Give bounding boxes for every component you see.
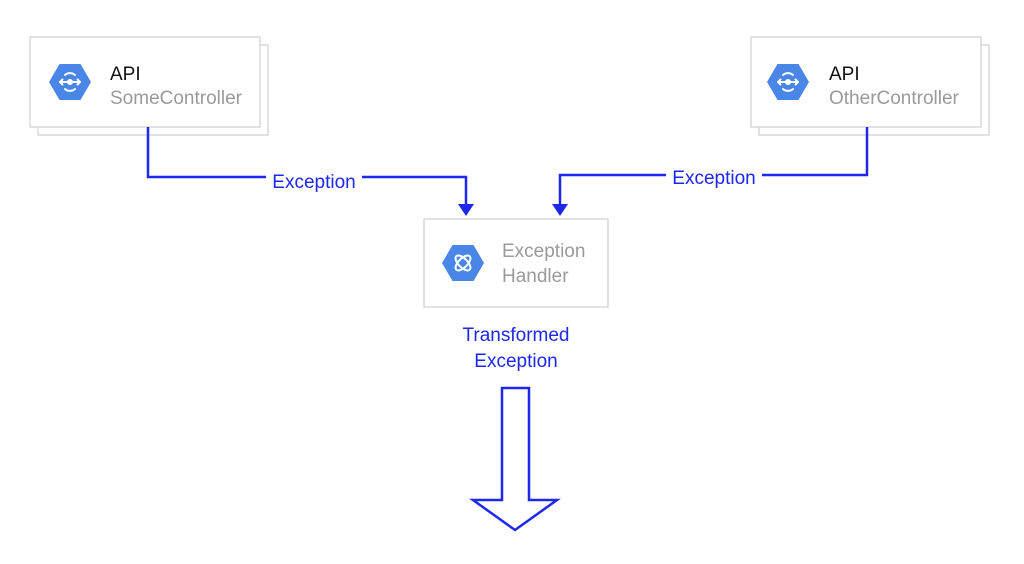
output-arrow [469,386,561,532]
edge-label-bg [266,168,362,188]
edge-other-controller-to-handler[interactable]: Exception [552,127,869,216]
node-title: API [829,64,860,85]
node-subtitle: OtherController [829,88,960,109]
arrowhead [552,204,568,216]
edge-label-bg [666,166,762,186]
edge-label: Exception [272,172,355,193]
output-label-line1: Transformed [463,325,570,346]
arrowhead [458,204,474,216]
api-node-other-controller[interactable]: API OtherController [750,36,990,136]
api-gateway-icon [767,64,809,100]
edge-label: Exception [672,168,755,189]
api-node-some-controller[interactable]: API SomeController [29,36,269,136]
api-gateway-icon [49,64,91,100]
edge-some-controller-to-handler[interactable]: Exception [146,127,474,216]
node-subtitle: SomeController [110,88,243,109]
node-title-line2: Handler [502,266,569,287]
exception-handler-icon [442,245,484,281]
node-title-line1: Exception [502,241,585,262]
edge-line [146,127,468,206]
node-title: API [110,64,141,85]
exception-handler-node[interactable]: Exception Handler [423,218,609,308]
output-label-line2: Exception [474,351,557,372]
